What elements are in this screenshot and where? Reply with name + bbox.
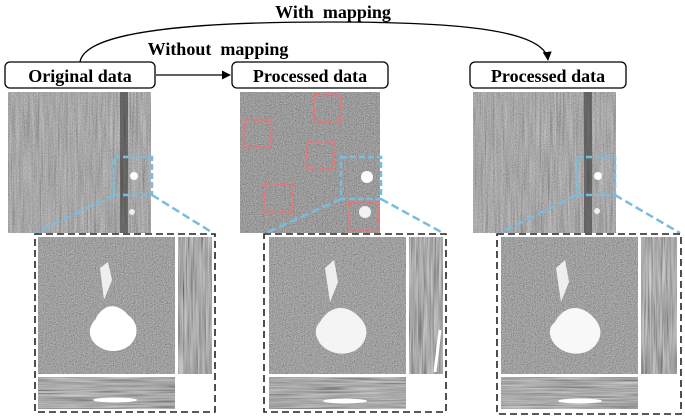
- zoom-main-original: [38, 237, 175, 374]
- label-box-original: Original data: [4, 61, 156, 89]
- label-box-processed-unmapped: Processed data: [231, 61, 389, 89]
- without-mapping-label: Without mapping: [148, 39, 289, 59]
- panel-label-original: Original data: [28, 66, 132, 86]
- zoom-main-processed-unmapped: [269, 237, 406, 374]
- zoom-bottom-original: [38, 377, 175, 409]
- artifact-box-5: [347, 200, 380, 232]
- label-box-processed-mapped: Processed data: [469, 61, 627, 89]
- panel-label-processed-unmapped: Processed data: [253, 66, 367, 86]
- zoom-frame-processed-mapped: [496, 233, 682, 415]
- artifact-box-2: [242, 118, 273, 149]
- original-image: [8, 92, 151, 233]
- panel-label-processed-mapped: Processed data: [491, 66, 605, 86]
- zoom-side-original: [178, 237, 212, 374]
- artifact-box-1: [312, 93, 343, 124]
- with-mapping-arrow: [79, 21, 552, 63]
- zoom-side-processed-mapped: [641, 237, 677, 374]
- zoom-frame-original: [34, 233, 216, 413]
- artifact-box-3: [305, 140, 336, 171]
- artifact-box-4: [262, 182, 294, 214]
- highlight-box-processed-unmapped: [339, 155, 383, 201]
- zoom-bottom-processed-unmapped: [269, 377, 406, 409]
- highlight-box-original: [112, 155, 154, 197]
- zoom-side-processed-unmapped: [409, 237, 443, 374]
- zoom-connectors: [35, 193, 681, 235]
- processed-mapped-image: [473, 92, 616, 233]
- zoom-main-processed-mapped: [501, 237, 638, 374]
- zoom-bottom-processed-mapped: [501, 377, 638, 409]
- zoom-frame-processed-unmapped: [263, 233, 447, 413]
- with-mapping-label: With mapping: [275, 2, 391, 22]
- processed-unmapped-image: [240, 92, 380, 233]
- highlight-box-processed-mapped: [575, 155, 617, 197]
